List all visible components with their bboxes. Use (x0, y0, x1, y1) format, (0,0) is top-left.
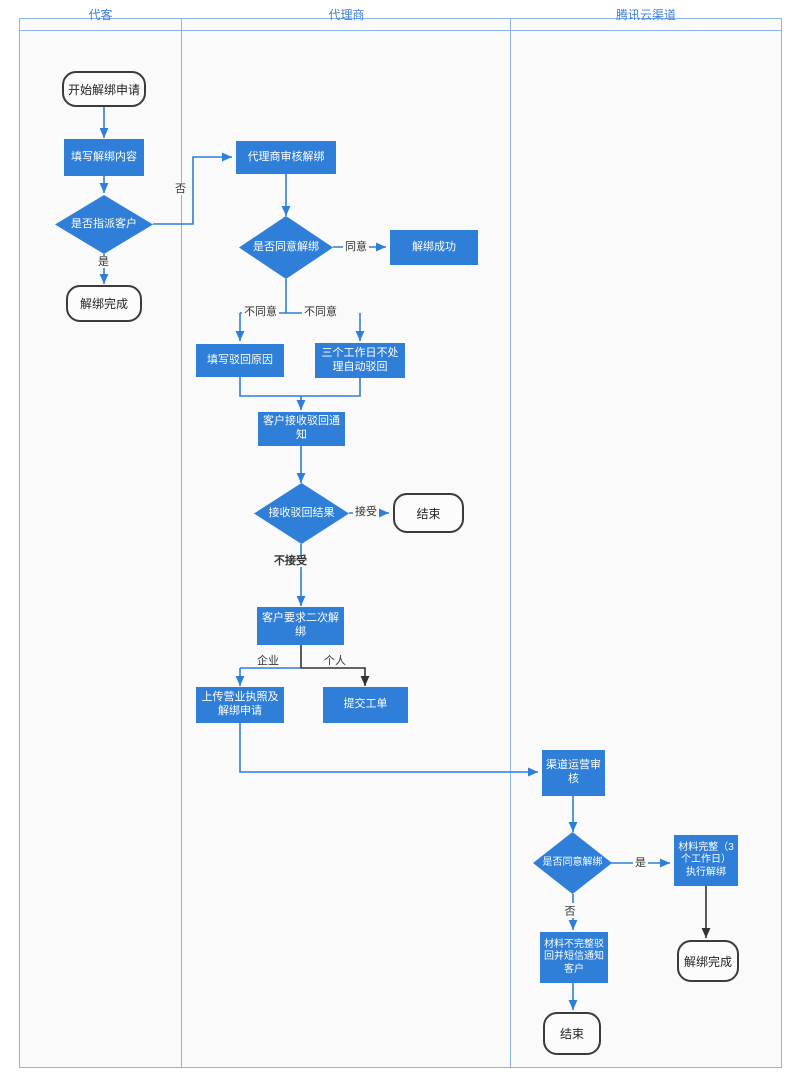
node-end-2[interactable]: 结束 (543, 1012, 601, 1055)
node-material-ok[interactable]: 材料完整（3个工作日）执行解绑 (674, 835, 738, 886)
node-label: 解绑完成 (683, 954, 732, 969)
diamond-shape (254, 483, 349, 544)
node-label: 渠道运营审核 (546, 759, 601, 785)
node-label: 是否同意解绑 (542, 857, 603, 868)
edge-label-agree-no-right: 不同意 (302, 306, 339, 318)
node-label: 结束 (416, 506, 441, 521)
lane-header-label: 腾讯云渠道 (615, 8, 676, 22)
node-label: 材料完整（3个工作日）执行解绑 (678, 841, 734, 878)
lane-divider-2 (510, 18, 511, 1068)
edge-label-assign-no: 否 (173, 183, 188, 195)
node-label: 代理商审核解绑 (247, 150, 325, 163)
node-assign-customer[interactable]: 是否指派客户 (55, 195, 153, 254)
node-label: 是否同意解绑 (253, 240, 319, 253)
node-label: 三个工作日不处理自动驳回 (321, 346, 399, 373)
node-unbind-success[interactable]: 解绑成功 (390, 230, 478, 265)
lane-divider-1 (181, 18, 182, 1068)
node-label: 材料不完整驳回并短信通知客户 (544, 938, 604, 975)
node-reject-result[interactable]: 接收驳回结果 (254, 483, 349, 544)
diamond-shape (239, 216, 333, 279)
node-channel-review[interactable]: 渠道运营审核 (542, 750, 605, 796)
node-start-apply[interactable]: 开始解绑申请 (62, 71, 146, 107)
edge-label-agree-yes: 同意 (343, 241, 369, 253)
node-customer-notice[interactable]: 客户接收驳回通知 (258, 412, 345, 446)
node-label: 接收驳回结果 (268, 506, 335, 519)
node-label: 填写驳回原因 (207, 353, 273, 366)
node-second-request[interactable]: 客户要求二次解绑 (257, 607, 344, 645)
lane-header-daike: 代客 (19, 0, 182, 31)
edge-label-type-person: 个人 (322, 655, 348, 667)
node-agree-unbind[interactable]: 是否同意解绑 (239, 216, 333, 279)
node-submit-ticket[interactable]: 提交工单 (323, 687, 408, 723)
node-unbind-done-1[interactable]: 解绑完成 (66, 285, 142, 322)
node-label: 解绑成功 (412, 240, 456, 253)
node-unbind-done-2[interactable]: 解绑完成 (677, 940, 739, 982)
lane-header-tencent: 腾讯云渠道 (511, 0, 781, 31)
edge-label-channel-yes: 是 (633, 857, 648, 869)
node-label: 客户要求二次解绑 (262, 612, 339, 638)
node-auto-reject[interactable]: 三个工作日不处理自动驳回 (315, 343, 405, 378)
node-label: 上传营业执照及解绑申请 (201, 691, 279, 717)
node-end-1[interactable]: 结束 (393, 493, 464, 533)
edge-label-assign-yes: 是 (96, 256, 111, 268)
node-material-bad[interactable]: 材料不完整驳回并短信通知客户 (540, 932, 608, 983)
node-label: 客户接收驳回通知 (263, 415, 340, 441)
node-upload-license[interactable]: 上传营业执照及解绑申请 (196, 687, 284, 723)
diamond-shape (55, 195, 153, 254)
edge-label-channel-no: 否 (563, 903, 575, 918)
edge-label-result-accept: 接受 (353, 506, 379, 518)
lane-header-label: 代理商 (328, 8, 365, 22)
node-label: 解绑完成 (79, 297, 128, 311)
node-label: 结束 (559, 1027, 584, 1041)
edge-label-result-refuse: 不接受 (272, 555, 309, 567)
node-fill-content[interactable]: 填写解绑内容 (64, 139, 144, 176)
diamond-shape (533, 832, 612, 894)
swimlane-board (19, 18, 782, 1068)
edge-label-agree-no-left: 不同意 (242, 306, 279, 318)
node-label: 提交工单 (343, 698, 388, 711)
lane-header-label: 代客 (88, 8, 113, 22)
node-agent-review[interactable]: 代理商审核解绑 (236, 141, 336, 174)
node-agree-unbind-2[interactable]: 是否同意解绑 (533, 832, 612, 894)
lane-header-dailishang: 代理商 (182, 0, 511, 31)
node-label: 开始解绑申请 (67, 82, 140, 97)
node-label: 填写解绑内容 (71, 150, 137, 163)
node-fill-reject-reason[interactable]: 填写驳回原因 (196, 344, 284, 377)
node-label: 是否指派客户 (71, 217, 137, 230)
edge-label-type-company: 企业 (255, 655, 281, 667)
